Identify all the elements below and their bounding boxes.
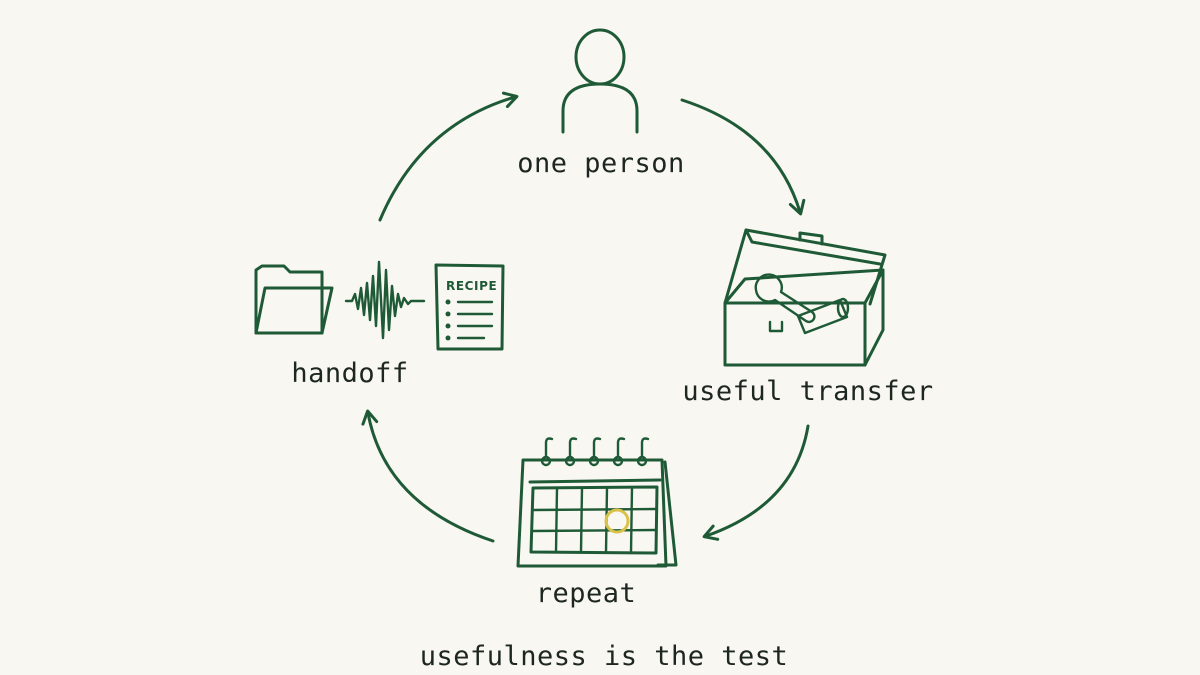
arrow-transfer-to-repeat <box>702 424 810 541</box>
arrow-handoff-to-person <box>378 91 519 222</box>
label-useful-transfer: useful transfer <box>682 376 934 407</box>
label-repeat: repeat <box>535 578 637 609</box>
sound-wave-icon <box>344 260 426 340</box>
recipe-title: RECIPE <box>446 279 497 293</box>
label-one-person: one person <box>517 148 685 179</box>
label-handoff: handoff <box>291 358 409 389</box>
person-icon <box>561 28 639 134</box>
calendar-highlight-circle <box>604 508 630 534</box>
calendar-icon <box>516 437 678 568</box>
folder-icon <box>254 264 334 335</box>
arrow-repeat-to-handoff <box>361 409 495 543</box>
recipe-card-icon: RECIPE <box>434 263 505 351</box>
caption: usefulness is the test <box>419 641 789 672</box>
arrow-person-to-toolbox <box>680 98 806 216</box>
toolbox-icon <box>723 228 887 367</box>
